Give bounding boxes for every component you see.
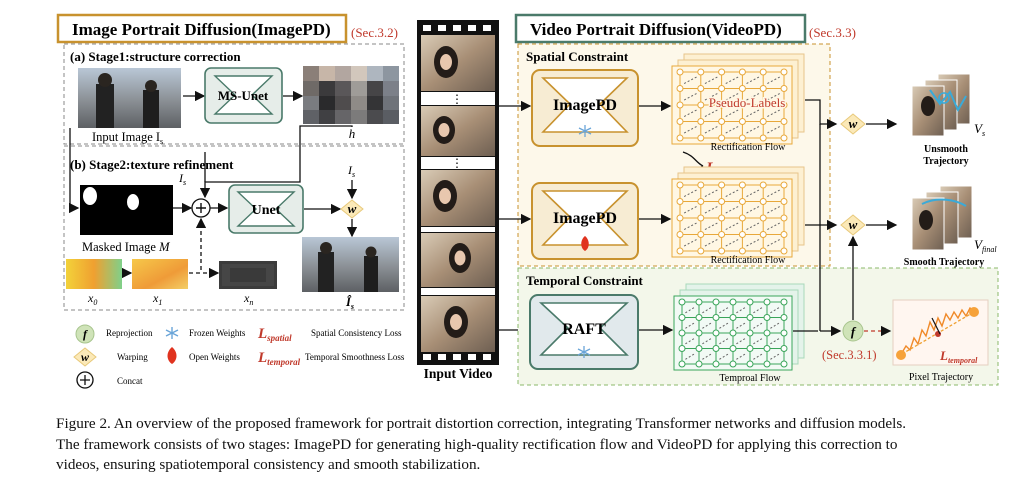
caption-line-3: videos, ensuring spatiotemporal consiste…: [56, 456, 481, 473]
output-image-thumb: [302, 237, 399, 292]
smooth-trajectory-label: Smooth Trajectory: [904, 257, 984, 268]
videopd-title-box: [514, 13, 807, 44]
flame-icon: [581, 236, 589, 251]
ihat-label: Îs: [345, 295, 354, 311]
legend-warping: Warping: [117, 352, 148, 362]
legend-l-temporal: Ltemporal: [257, 350, 301, 367]
xn-noise: [219, 261, 277, 289]
svg-text:f: f: [851, 324, 857, 339]
stage2-label: (b) Stage2:texture refinement: [70, 157, 234, 172]
unet-block: [228, 184, 304, 234]
svg-text:f: f: [83, 327, 88, 341]
unsmooth-label: Unsmooth: [924, 144, 968, 155]
ms-unet-label: MS-Unet: [218, 88, 269, 103]
sec331-label: (Sec.3.3.1): [822, 348, 877, 362]
warp-icon-1: [840, 113, 866, 135]
figure-caption: Figure 2. An overview of the proposed fr…: [56, 414, 1026, 476]
rect-flow-2-label: Rectification Flow: [711, 255, 786, 266]
imagepd-block-frozen: [531, 69, 639, 147]
stage1-box: [63, 43, 405, 145]
trajectory-label: Trajectory: [923, 156, 968, 167]
x1-label: x1: [152, 291, 162, 307]
warping-legend-icon: [73, 347, 97, 367]
svg-text:⋮: ⋮: [451, 92, 463, 106]
rectification-flow-mesh-1: [671, 53, 805, 145]
legend-reprojection: Reprojection: [106, 328, 153, 338]
smooth-output-frames: [911, 185, 973, 251]
videopd-title: Video Portrait Diffusion(VideoPD): [530, 20, 782, 39]
ms-unet-block: [204, 67, 283, 124]
input-image-label: Input Image Is: [92, 130, 163, 146]
x0-label: x0: [87, 291, 97, 307]
legend-l-spatial: Lspatial: [257, 326, 292, 343]
is-top-label: Is: [178, 171, 186, 187]
xn-label: xn: [243, 291, 253, 307]
snowflake-icon: [165, 327, 179, 339]
temporal-flow-mesh: [673, 283, 805, 371]
pseudo-labels: Pseudo-Labels: [709, 95, 786, 110]
framework-diagram: Image Portrait Diffusion(ImagePD) (Sec.3…: [56, 13, 999, 389]
caption-line-2: The framework consists of two stages: Im…: [56, 435, 898, 453]
unet-label: Unet: [252, 203, 281, 218]
vs-label: Vs: [974, 121, 985, 138]
raft-label: RAFT: [562, 321, 606, 338]
imagepd-title-box: [56, 13, 348, 44]
svg-text:w: w: [849, 217, 858, 232]
svg-text:w: w: [849, 116, 858, 131]
reprojection-icon: [842, 320, 864, 342]
is-side-label: Is: [347, 163, 355, 179]
legend-frozen: Frozen Weights: [189, 328, 246, 338]
pixel-trajectory-plot: [892, 299, 989, 366]
legend-concat: Concat: [117, 376, 143, 386]
imagepd-title: Image Portrait Diffusion(ImagePD): [72, 20, 331, 39]
x1-heatmap: [132, 259, 188, 289]
masked-image: [80, 185, 173, 235]
x0-heatmap: [66, 259, 122, 289]
reprojection-legend-icon: [75, 324, 95, 344]
rect-flow-1-label: Rectification Flow: [711, 142, 786, 153]
flame-icon: [167, 347, 177, 364]
masked-image-label: Masked Image M: [82, 240, 170, 254]
warp-icon-2: [840, 214, 866, 236]
legend-temporal-loss: Temporal Smoothness Loss: [305, 352, 405, 362]
pixel-trajectory-label: Pixel Trajectory: [909, 372, 973, 383]
imagepd-block-open: [531, 182, 639, 260]
snowflake-icon: [578, 125, 592, 137]
warp-label-imagepd: w: [348, 201, 357, 216]
imagepd-sec: (Sec.3.2): [351, 25, 398, 40]
raft-block: [529, 294, 639, 370]
temporal-constraint-label: Temporal Constraint: [526, 273, 644, 288]
mosaic-image: [303, 66, 399, 124]
input-image-thumb: [78, 68, 181, 128]
imagepd-2-label: ImagePD: [553, 210, 617, 227]
input-video-label: Input Video: [424, 366, 493, 381]
legend-open: Open Weights: [189, 352, 240, 362]
stage1-label: (a) Stage1:structure correction: [70, 49, 241, 64]
svg-text:w: w: [81, 350, 90, 364]
h-label: h: [349, 126, 356, 141]
unsmooth-output-frames: [911, 73, 971, 137]
l-temporal-label: Ltemporal: [939, 348, 978, 365]
stage2-box: [63, 145, 405, 311]
rectification-flow-mesh-2: [671, 166, 805, 258]
spatial-constraint-label: Spatial Constraint: [526, 49, 629, 64]
legend-spatial-loss: Spatial Consistency Loss: [311, 328, 402, 338]
snowflake-icon: [577, 346, 591, 358]
input-video-filmstrip: ⋮ ⋮: [417, 20, 499, 365]
caption-line-1: Figure 2. An overview of the proposed fr…: [56, 415, 907, 432]
vfinal-label: Vfinal: [974, 237, 997, 254]
videopd-sec: (Sec.3.3): [809, 25, 856, 40]
imagepd-1-label: ImagePD: [553, 97, 617, 114]
svg-text:⋮: ⋮: [451, 156, 463, 170]
temporal-flow-label: Temproal Flow: [719, 373, 781, 384]
warp-icon-imagepd: [340, 199, 364, 219]
